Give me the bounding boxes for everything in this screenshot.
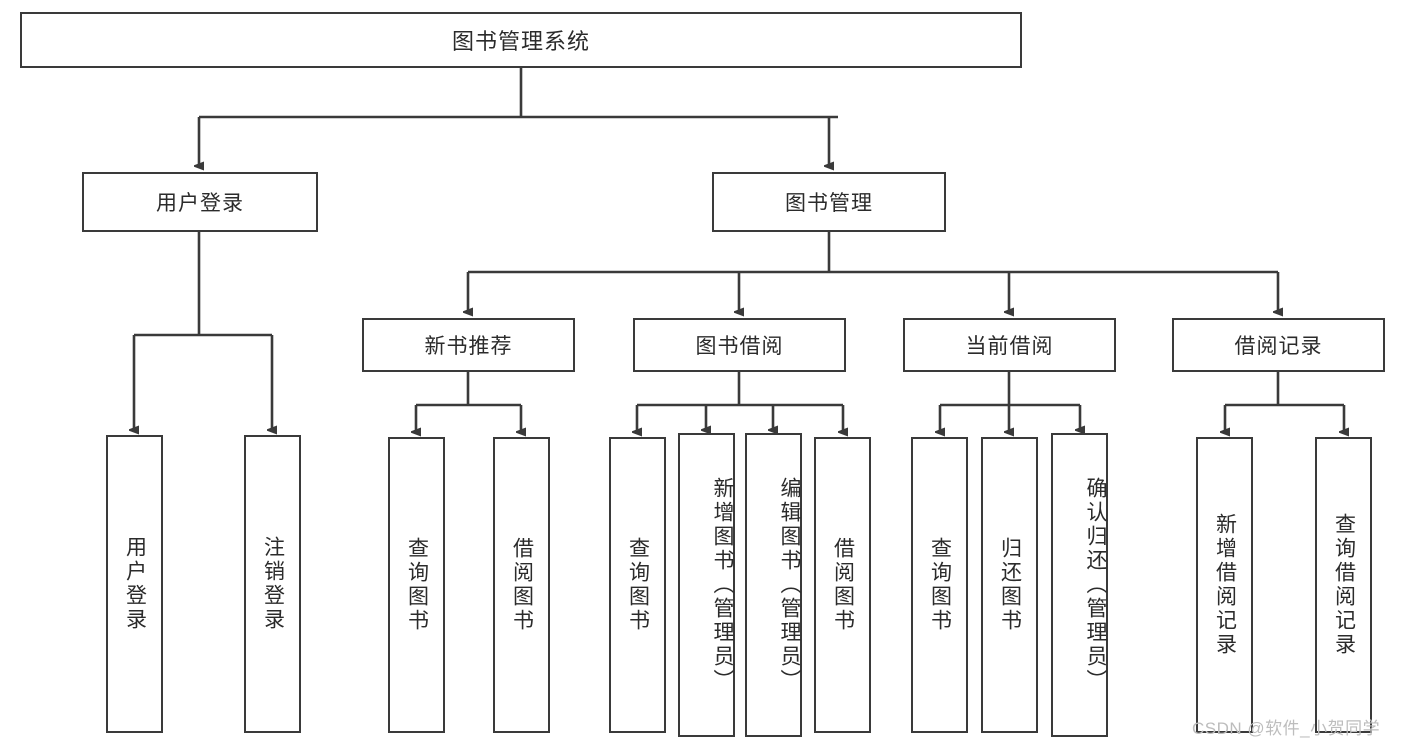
node-book-management[interactable]: 图书管理 [712,172,946,232]
leaf-edit-book-admin[interactable]: 编辑图书（管理员） [745,433,802,737]
leaf-query-books-new[interactable]: 查询图书 [388,437,445,733]
node-user-login[interactable]: 用户登录 [82,172,318,232]
node-book-borrow[interactable]: 图书借阅 [633,318,846,372]
leaf-return-books[interactable]: 归还图书 [981,437,1038,733]
leaf-user-login[interactable]: 用户登录 [106,435,163,733]
leaf-query-books-current[interactable]: 查询图书 [911,437,968,733]
node-borrow-records[interactable]: 借阅记录 [1172,318,1385,372]
leaf-borrow-books-new[interactable]: 借阅图书 [493,437,550,733]
leaf-confirm-return-admin[interactable]: 确认归还（管理员） [1051,433,1108,737]
leaf-query-books-borrow[interactable]: 查询图书 [609,437,666,733]
leaf-borrow-books[interactable]: 借阅图书 [814,437,871,733]
leaf-add-borrow-record[interactable]: 新增借阅记录 [1196,437,1253,733]
watermark-text: CSDN @软件_小贺同学 [1192,719,1381,738]
leaf-add-book-admin[interactable]: 新增图书（管理员） [678,433,735,737]
node-root[interactable]: 图书管理系统 [20,12,1022,68]
leaf-query-borrow-record[interactable]: 查询借阅记录 [1315,437,1372,733]
leaf-logout[interactable]: 注销登录 [244,435,301,733]
node-current-borrow[interactable]: 当前借阅 [903,318,1116,372]
node-new-book-recommend[interactable]: 新书推荐 [362,318,575,372]
